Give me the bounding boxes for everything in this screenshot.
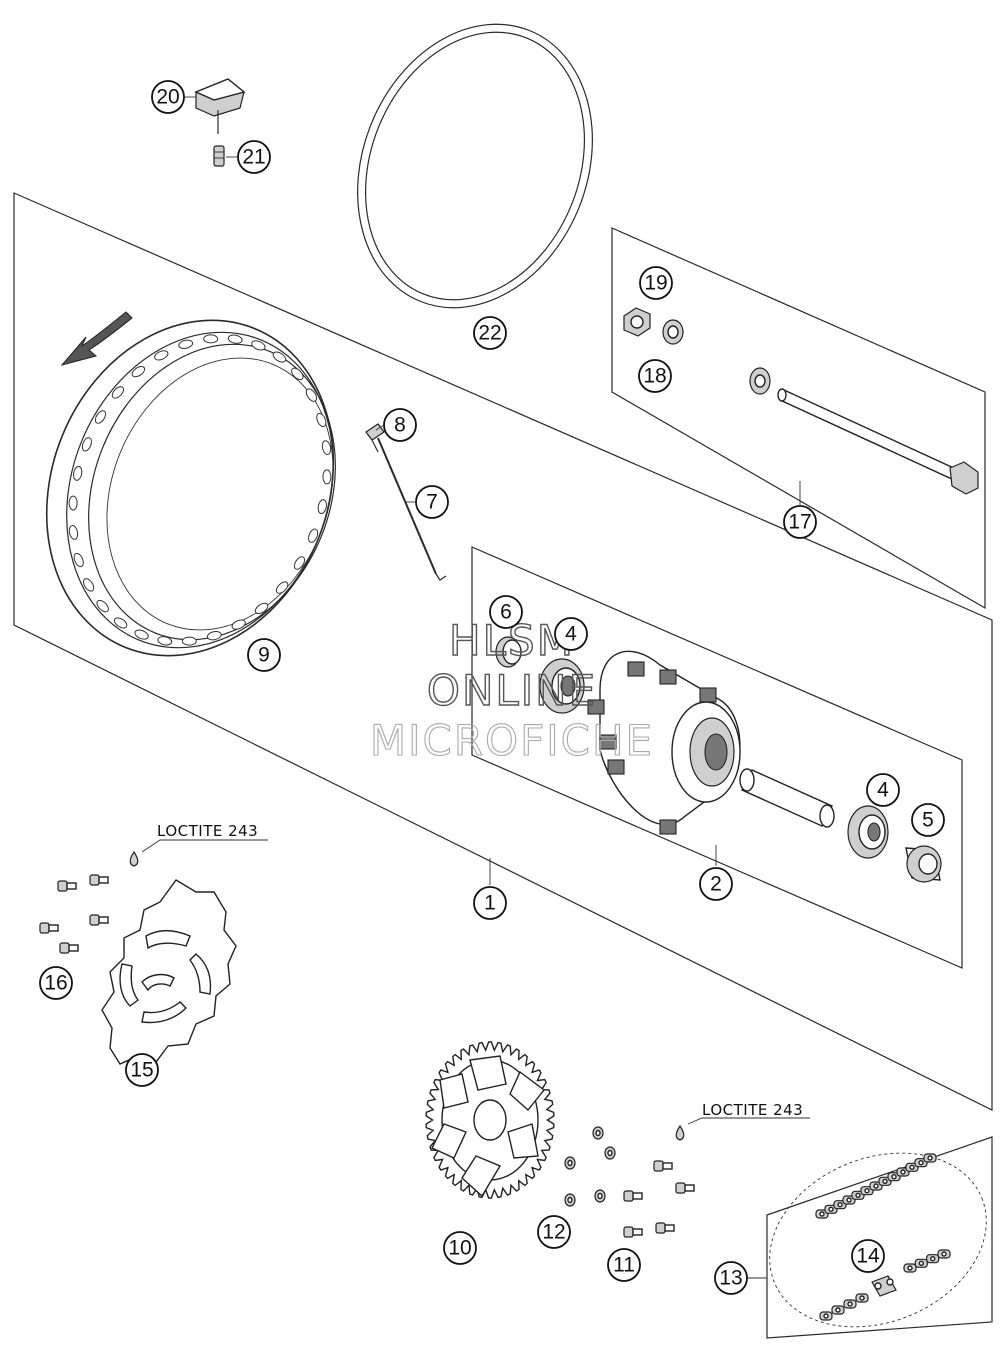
callout-11: 11 <box>607 1248 641 1282</box>
axle-washer-large <box>749 367 771 395</box>
axle-washer-small <box>662 319 684 345</box>
svg-text:18: 18 <box>643 365 666 388</box>
rim-tape <box>357 23 593 309</box>
callout-13: 13 <box>714 1261 748 1295</box>
rim-lock-nut <box>213 145 225 167</box>
brake-disc <box>101 879 237 1065</box>
spoke <box>377 437 447 581</box>
callout-9: 9 <box>247 638 281 672</box>
callout-8: 8 <box>383 408 417 442</box>
sprocket-hardware <box>564 1126 695 1238</box>
callout-5: 5 <box>911 803 945 837</box>
svg-text:14: 14 <box>856 1245 880 1268</box>
rear-hub <box>587 650 741 835</box>
svg-text:15: 15 <box>130 1059 153 1082</box>
callout-6: 6 <box>489 595 523 629</box>
svg-text:1: 1 <box>484 892 496 915</box>
svg-text:4: 4 <box>565 623 577 646</box>
hub-assembly-frame <box>471 546 963 969</box>
rim <box>45 319 336 657</box>
loctite-drop-sprocket <box>675 1124 685 1141</box>
svg-text:4: 4 <box>877 779 889 802</box>
svg-text:13: 13 <box>719 1267 742 1290</box>
callout-18: 18 <box>638 359 672 393</box>
svg-text:9: 9 <box>258 644 270 667</box>
svg-text:19: 19 <box>644 272 667 295</box>
callout-7: 7 <box>415 485 449 519</box>
callout-16: 16 <box>39 966 73 1000</box>
hub-bearing-left <box>539 658 585 714</box>
loctite-note-disc: LOCTITE 243 <box>157 822 258 840</box>
chain-links <box>815 1153 951 1321</box>
callout-10: 10 <box>443 1231 477 1265</box>
callout-4-right: 4 <box>866 773 900 807</box>
brake-disc-bolts <box>39 874 109 954</box>
axle-assembly-frame <box>611 227 986 610</box>
rim-lock <box>194 78 246 134</box>
loctite-note-sprocket: LOCTITE 243 <box>702 1101 803 1119</box>
svg-text:20: 20 <box>156 86 179 109</box>
svg-text:16: 16 <box>44 972 67 995</box>
svg-text:21: 21 <box>242 146 265 169</box>
svg-text:10: 10 <box>448 1237 471 1260</box>
callout-12: 12 <box>537 1215 571 1249</box>
svg-text:12: 12 <box>542 1221 565 1244</box>
svg-text:17: 17 <box>788 511 811 534</box>
callout-2: 2 <box>699 867 733 901</box>
chain-master-link <box>871 1275 897 1297</box>
hub-bushing-6 <box>495 636 522 668</box>
callout-17: 17 <box>783 505 817 539</box>
callout-21: 21 <box>237 140 271 174</box>
rim-spoke-holes <box>68 334 332 646</box>
loctite-drop-disc <box>129 850 139 867</box>
watermark-line-2: ONLINE <box>427 666 597 715</box>
chain <box>769 1152 987 1328</box>
callout-4-left: 4 <box>554 617 588 651</box>
callout-14: 14 <box>851 1239 885 1273</box>
svg-text:8: 8 <box>394 414 406 437</box>
callout-1: 1 <box>473 886 507 920</box>
rotation-direction-arrow <box>60 311 133 366</box>
svg-text:5: 5 <box>922 809 934 832</box>
hub-bearing-right <box>847 805 889 859</box>
svg-text:22: 22 <box>478 322 501 345</box>
watermark-line-3: MICROFICHE <box>370 716 654 765</box>
wheel-assembly-frame <box>13 192 993 1111</box>
axle-nut <box>623 307 651 337</box>
chain-assembly-frame <box>766 1136 993 1339</box>
hub-spacer-tube <box>739 768 835 828</box>
hub-spacer-5 <box>905 845 942 883</box>
callout-15: 15 <box>125 1053 159 1087</box>
svg-text:7: 7 <box>426 491 438 514</box>
rear-axle <box>777 388 979 495</box>
svg-text:11: 11 <box>613 1254 635 1277</box>
svg-text:6: 6 <box>500 601 512 624</box>
rear-sprocket <box>425 1041 555 1199</box>
callout-20: 20 <box>151 80 185 114</box>
callout-22: 22 <box>473 316 507 350</box>
svg-text:2: 2 <box>710 873 722 896</box>
callout-19: 19 <box>639 266 673 300</box>
